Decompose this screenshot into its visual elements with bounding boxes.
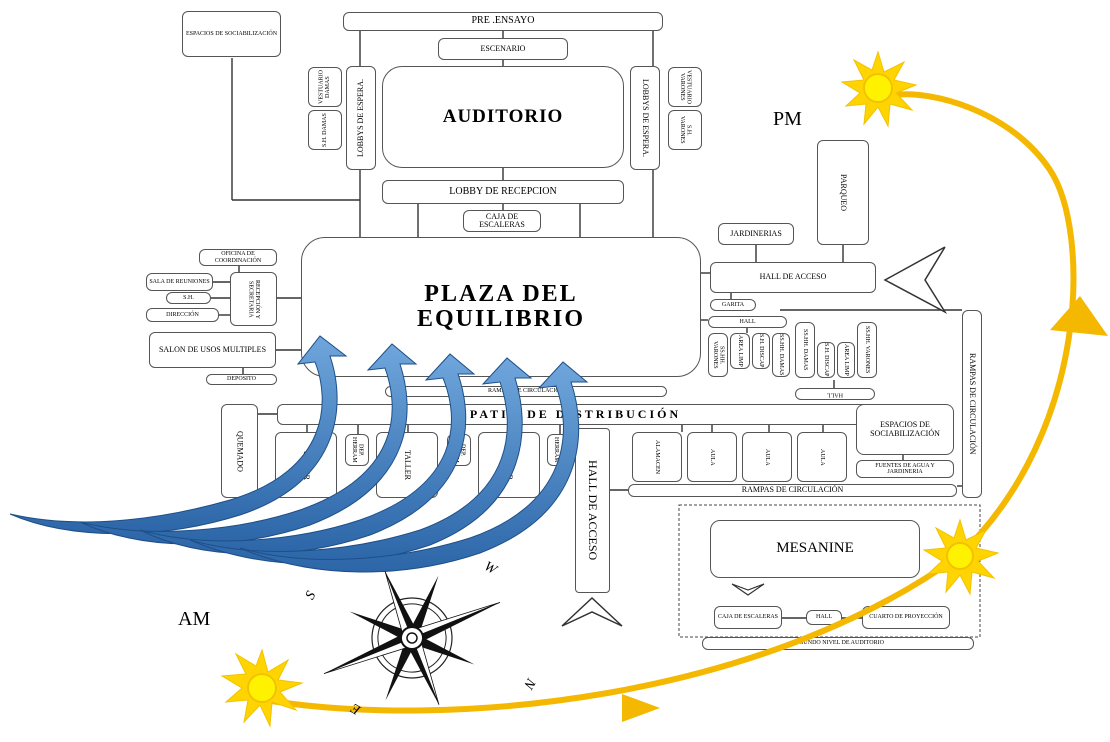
room-espacios-sociabilizacion-top: ESPACIOS DE SOCIABILIZACIÓN bbox=[182, 11, 281, 57]
sun-arc-upper bbox=[894, 91, 1077, 558]
room-auditorio: AUDITORIO bbox=[382, 66, 624, 168]
room-plaza-del-equilibrio: PLAZA DEL EQUILIBRIO bbox=[301, 237, 701, 377]
room-sh-left: S.H. bbox=[166, 292, 211, 304]
room-parqueo: PARQUEO bbox=[817, 140, 869, 245]
room-sh-discap-2: S.H. DISCAP bbox=[817, 342, 835, 378]
stair-chevron bbox=[731, 583, 765, 596]
wind-arrow-1 bbox=[9, 335, 348, 535]
room-lobby-recepcion: LOBBY DE RECEPCION bbox=[382, 180, 624, 204]
room-rampas-circulacion-right: RAMPAS DE CIRCULACIÓN bbox=[962, 310, 982, 498]
room-aula-3: AULA bbox=[797, 432, 847, 482]
room-deposito: DEPOSITO bbox=[206, 374, 277, 385]
room-hall-de-acceso: HALL DE ACCESO bbox=[710, 262, 876, 293]
sun-am bbox=[220, 648, 304, 728]
compass-rose bbox=[323, 571, 501, 705]
label-am: AM bbox=[178, 608, 211, 630]
room-mesanine: MESANINE bbox=[710, 520, 920, 578]
room-area-limp-2: AREA LIMP bbox=[837, 342, 855, 378]
room-pre-ensayo: PRE .ENSAYO bbox=[343, 12, 663, 31]
sun-arrow-head-2 bbox=[1050, 296, 1108, 336]
room-hall-small: HALL bbox=[708, 316, 787, 328]
sun-midday bbox=[922, 518, 1000, 596]
room-lobbys-espera-right: LOBBYS DE ESPERA. bbox=[630, 66, 660, 170]
room-area-limp-1: AREA LIMP bbox=[730, 333, 750, 369]
room-aula-2: AULA bbox=[742, 432, 792, 482]
room-jardinerias: JARDINERIAS bbox=[718, 223, 794, 245]
room-sshh-varones-2: SS.HH. VARONES bbox=[857, 322, 877, 378]
room-sshh-varones-1: SS.HH. VARONES bbox=[708, 333, 728, 377]
sun-arc-lower bbox=[264, 552, 962, 714]
room-direccion: DIRECCIÓN bbox=[146, 308, 219, 322]
label-pm: PM bbox=[773, 108, 802, 130]
room-salon-usos-multiples: SALON DE USOS MULTIPLES bbox=[149, 332, 276, 368]
room-hall-flipped: HALL bbox=[795, 388, 875, 400]
room-caja-escaleras-bottom: CAJA DE ESCALERAS bbox=[714, 606, 782, 629]
room-sshh-damas-2: SS.HH. DAMAS bbox=[795, 322, 815, 378]
room-almacen: ALAMACEN bbox=[632, 432, 682, 482]
room-aula-1: AULA bbox=[687, 432, 737, 482]
room-fuentes-agua: FUENTES DE AGUA Y JARDINERIA bbox=[856, 460, 954, 478]
room-sshh-damas-1: SS.HH. DAMAS bbox=[772, 333, 790, 377]
room-escenario: ESCENARIO bbox=[438, 38, 568, 60]
room-cuarto-proyeccion: CUARTO DE PROYECCIÓN bbox=[862, 606, 950, 629]
room-ssh-varones: S.H. VARONES bbox=[668, 110, 702, 150]
sun-arrow-head-1 bbox=[622, 694, 660, 722]
room-oficina-coordinacion: OFICINA DE COORDINACIÓN bbox=[199, 249, 277, 266]
entry-chevron-right bbox=[883, 246, 948, 314]
room-sala-reuniones: SALA DE REUNIONES bbox=[146, 273, 213, 291]
room-hall-mesanine: HALL bbox=[806, 610, 842, 625]
room-rampas-circulacion-bottom: RAMPAS DE CIRCULACIÓN bbox=[628, 484, 957, 497]
room-sh-discap-1: S.H. DISCAP bbox=[752, 333, 770, 369]
room-segundo-nivel: SEGUNDO NIVEL DE AUDITORIO bbox=[702, 637, 974, 650]
room-caja-escaleras-top: CAJA DE ESCALERAS bbox=[463, 210, 541, 232]
room-recepcion-secretaria: RECEPCIÓN Y SECRETARIA bbox=[230, 272, 277, 326]
room-vestuario-varones: VESTUARIO VARONES bbox=[668, 67, 702, 107]
room-dep-herram-1: DEP. HERRAM bbox=[345, 434, 369, 466]
room-espacios-sociabilizacion-right: ESPACIOS DE SOCIABILIZACIÓN bbox=[856, 404, 954, 455]
room-rampas-circulacion-top: RAMPAS DE CIRCULACIÓN bbox=[385, 386, 667, 397]
entry-chevron-bottom bbox=[561, 596, 623, 627]
room-quemado: QUEMADO bbox=[221, 404, 258, 498]
sun-pm bbox=[840, 50, 918, 128]
wind-arrow-5 bbox=[239, 361, 589, 573]
room-hall-de-acceso-vertical: HALL DE ACCESO bbox=[575, 428, 610, 593]
room-garita: GARITA bbox=[710, 299, 756, 311]
